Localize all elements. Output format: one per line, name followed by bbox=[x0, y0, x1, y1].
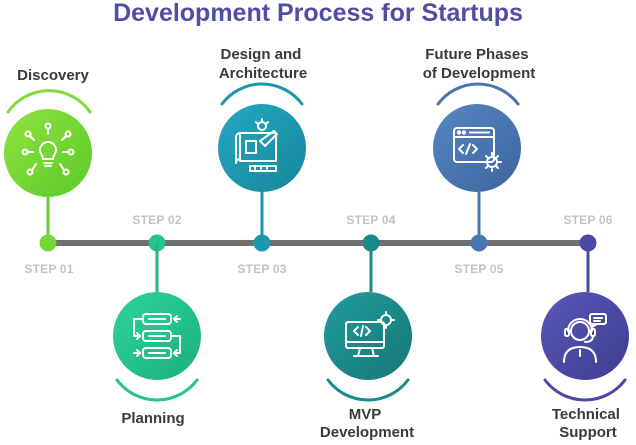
step-6-circle bbox=[541, 292, 629, 380]
step-4-title: MVP Development bbox=[320, 406, 414, 441]
step-5-node bbox=[470, 234, 488, 252]
support-agent-icon bbox=[563, 313, 607, 363]
step-2-title: Planning bbox=[121, 410, 184, 427]
step-6-title: Technical Support bbox=[552, 406, 624, 441]
step-1-circle bbox=[4, 109, 92, 197]
step-3-title: Design and Architecture bbox=[219, 46, 307, 82]
step-3-node bbox=[253, 234, 271, 252]
step-6: STEP 06 Technical Support bbox=[541, 213, 629, 441]
step-1: Discovery STEP 01 bbox=[4, 67, 92, 276]
step-5: Future Phases of Development STEP 05 bbox=[423, 46, 536, 276]
workflow-icon bbox=[133, 313, 181, 359]
step-3-label: STEP 03 bbox=[237, 262, 286, 276]
step-5-label: STEP 05 bbox=[454, 262, 503, 276]
step-1-arc bbox=[6, 89, 92, 114]
step-2-arc bbox=[115, 378, 199, 402]
lightbulb-network-icon bbox=[21, 122, 75, 176]
step-5-arc bbox=[436, 82, 520, 106]
step-2: STEP 02 Planning bbox=[113, 213, 201, 427]
step-3-circle bbox=[218, 104, 306, 192]
step-1-title: Discovery bbox=[17, 67, 89, 84]
step-3: Design and Architecture STEP 03 bbox=[218, 46, 307, 276]
step-4-arc bbox=[326, 378, 410, 402]
step-1-node bbox=[39, 234, 57, 252]
step-4: STEP 04 MVP Development bbox=[320, 213, 414, 441]
step-4-circle bbox=[324, 292, 412, 380]
step-1-label: STEP 01 bbox=[24, 262, 73, 276]
code-window-gear-icon bbox=[453, 127, 502, 172]
blueprint-design-icon bbox=[235, 118, 278, 172]
step-5-title: Future Phases of Development bbox=[423, 46, 536, 82]
step-6-arc bbox=[543, 378, 627, 402]
step-6-label: STEP 06 bbox=[563, 213, 612, 227]
monitor-code-icon bbox=[345, 311, 395, 357]
step-2-label: STEP 02 bbox=[132, 213, 181, 227]
page-title: Development Process for Startups bbox=[113, 0, 523, 27]
step-3-arc bbox=[220, 82, 304, 106]
step-4-label: STEP 04 bbox=[346, 213, 395, 227]
